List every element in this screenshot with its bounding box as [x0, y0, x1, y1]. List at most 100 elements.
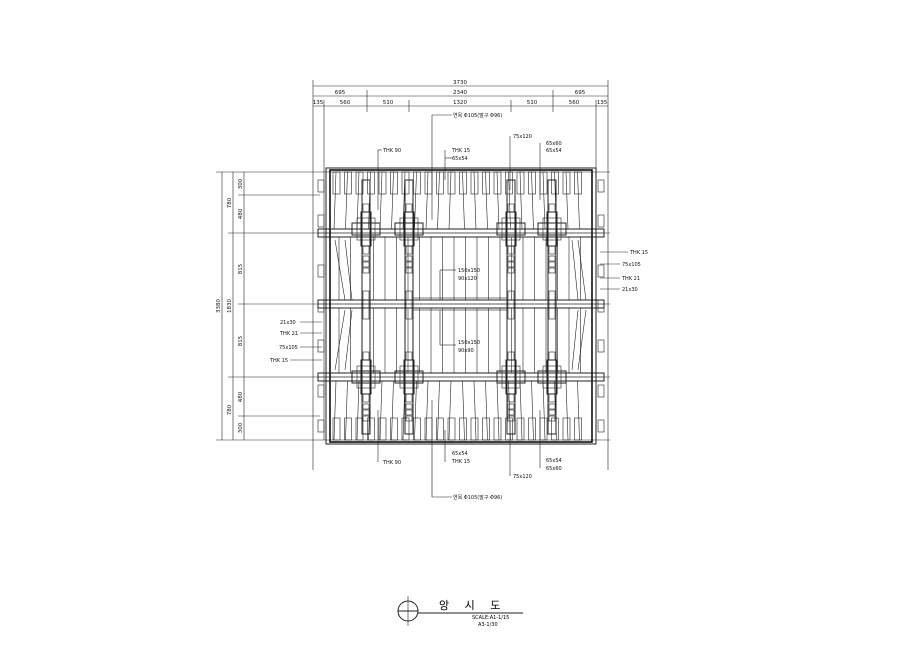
rafter-bottom: [531, 380, 534, 441]
bracket-block: [548, 255, 556, 262]
bracket-cap-bottom: [548, 245, 556, 255]
bracket-horizontal: [496, 222, 526, 236]
rafter-bottom: [356, 380, 360, 441]
bracket-cap-top: [362, 203, 370, 213]
bracket-cap-bottom: [405, 393, 413, 403]
dim-top-second-1: 695: [335, 90, 346, 96]
bracket-horizontal: [496, 370, 526, 384]
bracket-block: [405, 267, 413, 274]
rafter-bottom: [496, 380, 500, 441]
bracket-block: [362, 255, 370, 262]
rafter-end-top: [355, 171, 364, 195]
annotation-labels: 연목 Φ105(말구 Φ96) THK 90 THK 15 65x54 75x1…: [269, 112, 648, 501]
bracket-cap-top: [405, 351, 413, 361]
bracket-core: [356, 217, 376, 241]
bracket-cap-bottom: [362, 393, 370, 403]
rafter-end-top: [390, 171, 398, 195]
rafter-end-top: [332, 171, 341, 195]
label-65x54-bottom: 65x54: [452, 451, 468, 457]
label-left-75x105: 75x105: [279, 345, 298, 351]
side-post-left: [317, 264, 325, 278]
label-top-note: 연목 Φ105(말구 Φ96): [453, 112, 502, 119]
rafter-end-top: [470, 171, 479, 195]
bracket-block: [548, 261, 556, 268]
side-post-left: [317, 339, 325, 353]
bracket-block: [362, 267, 370, 274]
bracket-block: [362, 403, 370, 410]
rafter-end-top: [528, 171, 536, 195]
rafter-end-bottom: [562, 417, 571, 441]
bracket-horizontal: [351, 222, 381, 236]
scale-line-1: SCALE:A1-1/15: [472, 615, 509, 621]
rafter-end-bottom: [482, 417, 490, 441]
bracket-cap-bottom: [507, 393, 515, 403]
bracket-cap-bottom: [362, 245, 370, 255]
rafter-end-top: [459, 171, 467, 195]
dim-top-third-1: 135: [313, 100, 324, 106]
rafter-bottom: [379, 380, 383, 441]
bracket-block: [405, 409, 413, 416]
label-65x60-top: 65x60: [546, 141, 562, 147]
rafter-top: [356, 171, 360, 230]
label-bottom-note: 연목 Φ105(말구 Φ96): [453, 494, 502, 501]
bracket-core: [356, 365, 376, 389]
rafter-end-top: [551, 171, 559, 195]
bracket-cap-top: [507, 203, 515, 213]
rafter-end-top: [413, 171, 421, 195]
rafter-end-bottom: [528, 417, 536, 441]
bracket-core: [501, 217, 521, 241]
rafter-bottom: [333, 380, 337, 441]
label-thk15-top: THK 15: [451, 148, 470, 154]
bracket-core: [501, 365, 521, 389]
side-post-right: [597, 384, 605, 398]
label-65x54-top2: 65x54: [546, 148, 562, 154]
bracket-block: [362, 415, 370, 422]
rafter-top: [473, 171, 477, 230]
top-dimensions: 3730 695 2340 695 135 560 510 1320 510 5…: [312, 80, 609, 470]
bracket-block: [507, 261, 515, 268]
rafter-top: [519, 171, 523, 230]
dim-left-second-1: 780: [227, 197, 233, 208]
label-thk90-bottom: THK 90: [382, 460, 401, 466]
rafter-bottom: [462, 380, 465, 441]
rafter-top: [414, 171, 417, 230]
bracket-cap-top: [548, 203, 556, 213]
label-65x54-bottom2: 65x54: [546, 458, 562, 464]
bracket-block: [507, 409, 515, 416]
bracket-core: [399, 365, 419, 389]
side-post-left: [317, 419, 325, 433]
rafter-end-bottom: [390, 417, 398, 441]
label-thk15-bottom: THK 15: [451, 459, 470, 465]
label-right-21x30: 21x30: [622, 287, 638, 293]
bracket-block: [405, 261, 413, 268]
rafter-end-top: [367, 171, 375, 195]
rafter-end-bottom: [539, 417, 548, 441]
bracket-block: [405, 403, 413, 410]
bracket-block: [548, 403, 556, 410]
drawing-title: 앙 시 도: [439, 599, 506, 612]
dim-top-second-2: 2340: [453, 90, 467, 96]
label-left-21x30: 21x30: [280, 320, 296, 326]
rafter-top: [565, 171, 569, 230]
side-post-left: [317, 384, 325, 398]
bracket-block: [405, 255, 413, 262]
roof-structure: [317, 167, 605, 445]
rafter-top: [391, 171, 394, 230]
bracket-block: [548, 267, 556, 274]
dim-top-third-7: 135: [597, 100, 608, 106]
dim-top-second-3: 695: [575, 90, 586, 96]
bracket-cap-top: [548, 351, 556, 361]
side-post-left: [317, 214, 325, 228]
rafter-top: [425, 171, 429, 230]
side-post-right: [597, 419, 605, 433]
bracket-core: [542, 217, 562, 241]
dim-top-third-6: 560: [569, 100, 580, 106]
rafter-top: [462, 171, 465, 230]
label-left-thk15: THK 15: [269, 358, 288, 364]
rafter-end-top: [505, 171, 513, 195]
rafter-end-top: [447, 171, 456, 195]
rafter-bottom: [577, 380, 580, 441]
bracket-cap-bottom: [548, 393, 556, 403]
label-right-thk21: THK 21: [621, 276, 640, 282]
